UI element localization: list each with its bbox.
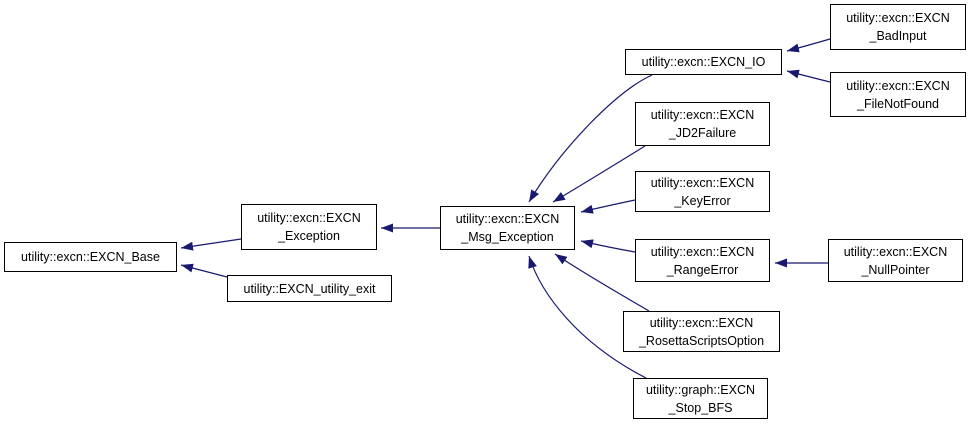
arrow-keyerror-to-msg-exception [580,199,636,214]
class-node-excn-rangeerror[interactable]: utility::excn::EXCN _RangeError [635,239,770,282]
class-node-label: utility::excn::EXCN_IO [641,55,766,69]
class-node-label: _FileNotFound [857,96,939,111]
class-node-label: _BadInput [869,29,927,43]
class-node-label: _NullPointer [861,262,930,277]
class-node-excn-nullpointer[interactable]: utility::excn::EXCN _NullPointer [828,239,963,282]
class-node-label: utility::excn::EXCN [455,212,560,226]
class-node-excn-rosettascriptsoption[interactable]: utility::excn::EXCN _RosettaScriptsOptio… [623,311,780,352]
class-node-excn-msg-exception[interactable]: utility::excn::EXCN _Msg_Exception [440,206,575,250]
class-node-label: _Stop_BFS [668,400,733,415]
class-node-label: utility::excn::EXCN [846,78,950,93]
class-node-label: utility::excn::EXCN [650,244,755,259]
class-node-label: utility::excn::EXCN_Base [21,250,160,264]
class-node-excn-jd2failure[interactable]: utility::excn::EXCN _JD2Failure [635,102,770,146]
class-node-excn-filenotfound[interactable]: utility::excn::EXCN _FileNotFound [830,72,966,117]
class-node-excn-utility-exit[interactable]: utility::EXCN_utility_exit [227,275,392,302]
class-node-label: utility::excn::EXCN [649,315,754,330]
arrow-rangeerror-to-msg-exception [580,239,636,253]
class-node-label: utility::excn::EXCN [843,244,948,259]
class-node-excn-badinput[interactable]: utility::excn::EXCN _BadInput [830,4,966,50]
arrow-utility-exit-to-base [180,263,228,278]
class-node-label: _KeyError [674,193,731,208]
arrow-exception-to-base [180,238,242,251]
class-node-label: utility::graph::EXCN [645,382,756,397]
class-node-excn-keyerror[interactable]: utility::excn::EXCN _KeyError [635,171,770,212]
class-node-label: _Exception [278,229,340,243]
class-node-label: utility::EXCN_utility_exit [243,281,376,296]
class-node-label: _Msg_Exception [461,230,554,244]
arrow-stop-bfs-to-msg-exception [528,255,647,379]
arrow-badinput-to-io [786,38,831,53]
class-node-label: _RangeError [666,262,739,277]
class-node-label: _JD2Failure [668,126,737,140]
class-node-label: _RosettaScriptsOption [638,333,765,348]
class-node-excn-io[interactable]: utility::excn::EXCN_IO [625,49,782,75]
arrow-io-to-msg-exception [528,74,653,203]
arrow-rosettascriptsoption-to-msg-exception [554,253,650,312]
class-node-excn-exception[interactable]: utility::excn::EXCN _Exception [241,204,377,250]
arrow-filenotfound-to-io [786,69,831,83]
arrow-jd2failure-to-msg-exception [552,145,646,203]
class-node-label: utility::excn::EXCN [257,211,361,225]
class-node-excn-stop-bfs[interactable]: utility::graph::EXCN _Stop_BFS [633,378,768,419]
class-node-label: utility::excn::EXCN [650,108,755,122]
class-node-excn-base[interactable]: utility::excn::EXCN_Base [4,242,177,272]
class-node-label: utility::excn::EXCN [650,175,755,190]
class-node-label: utility::excn::EXCN [846,11,950,25]
